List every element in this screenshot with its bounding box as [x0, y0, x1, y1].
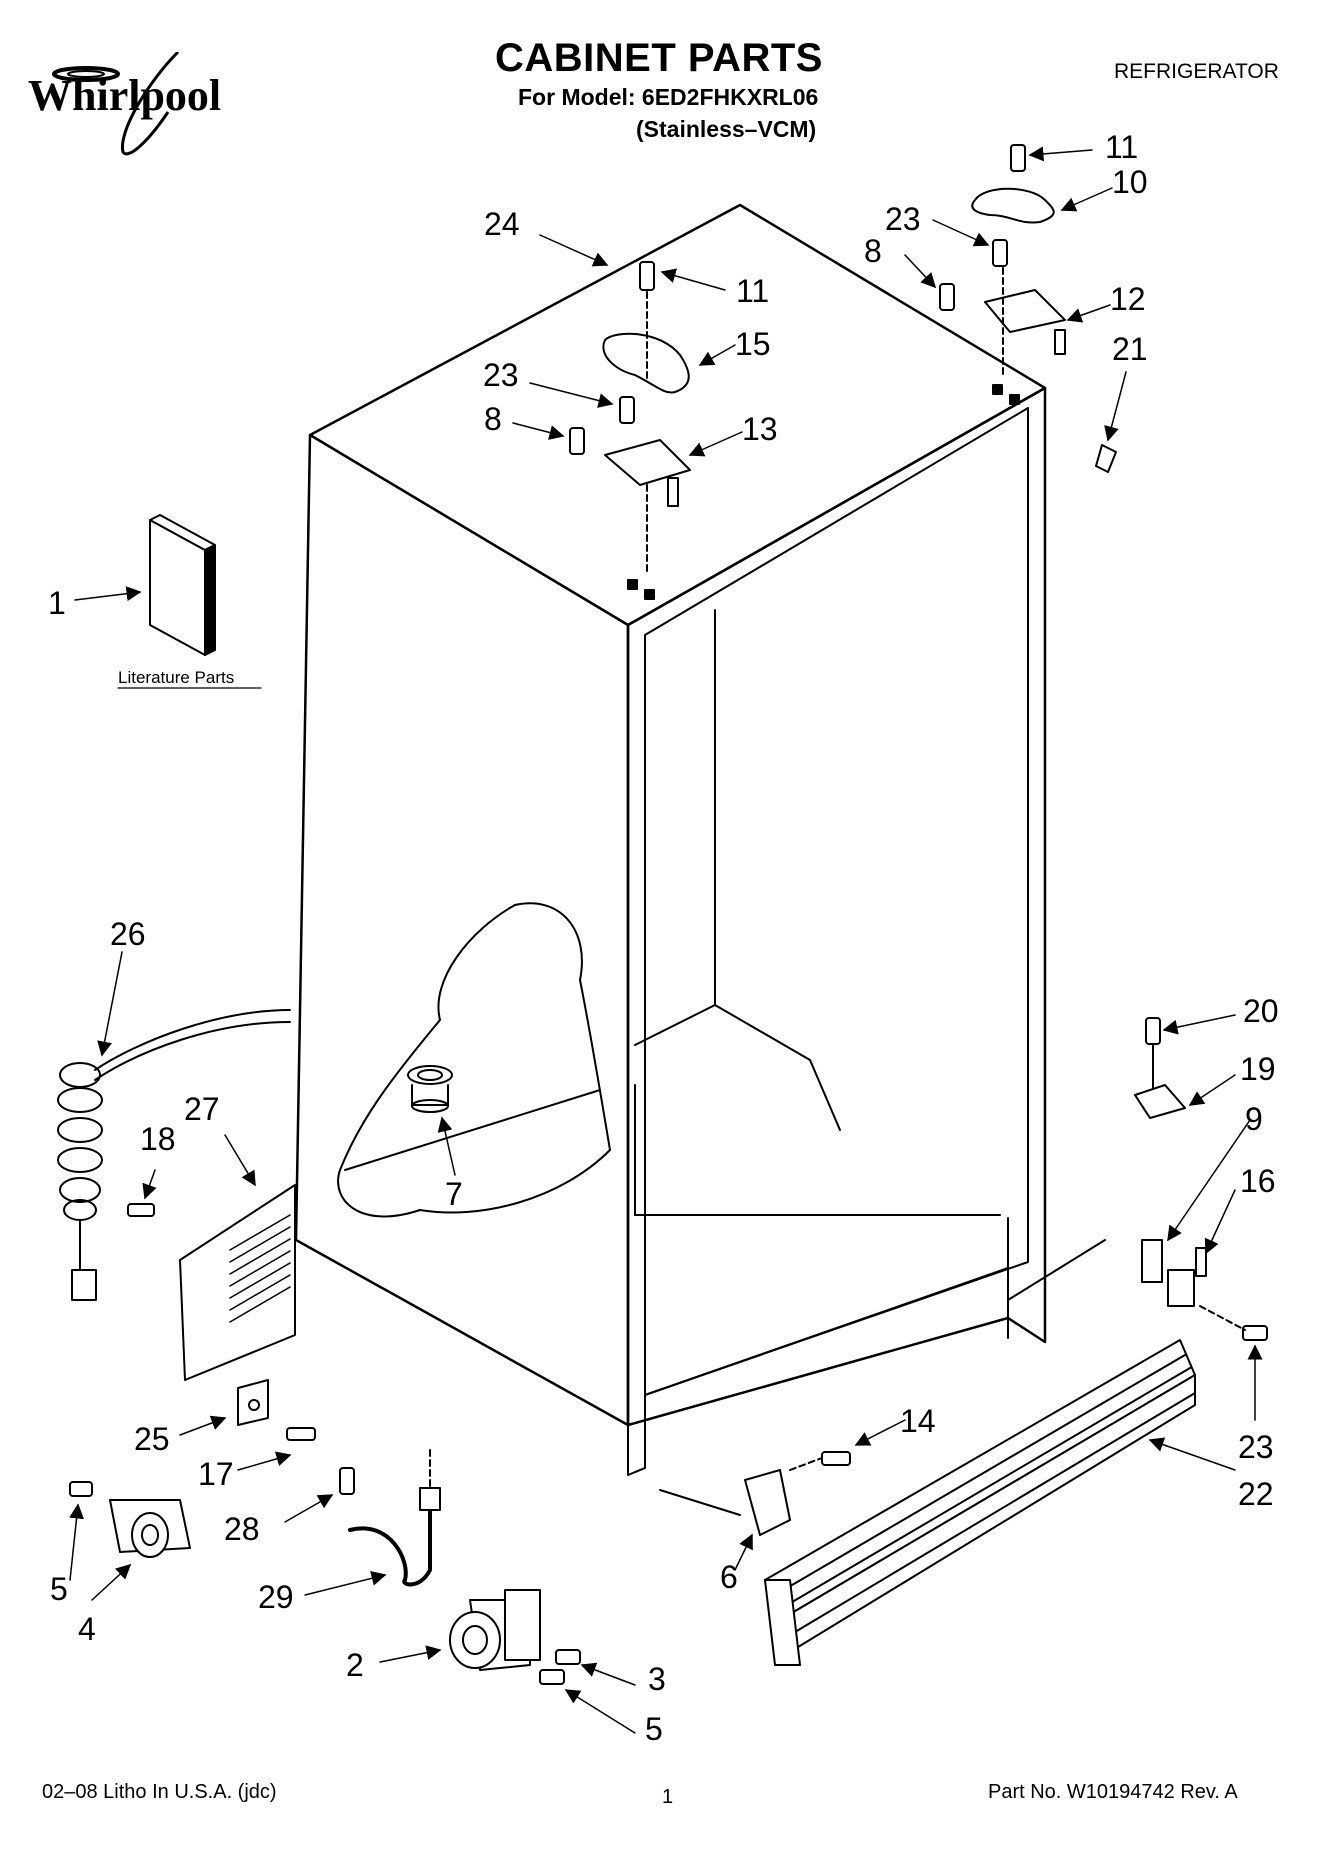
front-roller [449, 1589, 541, 1671]
callout-11-right: 11 [1105, 129, 1138, 165]
screw-18 [127, 1203, 155, 1217]
screw-17 [286, 1427, 316, 1441]
callout-23-left: 23 [483, 357, 519, 393]
callout-1: 1 [48, 585, 66, 621]
model-line: For Model: 6ED2FHKXRL06 [518, 84, 819, 110]
top-right-hinge-group [939, 144, 1117, 473]
cutaway-opening [337, 902, 611, 1218]
toe-grille [764, 1339, 1196, 1666]
leader-arrows [69, 146, 1263, 1734]
footer-part-number: Part No. W10194742 Rev. A [988, 1781, 1238, 1803]
callout-24: 24 [484, 206, 520, 242]
leveling-foot-part [407, 1065, 453, 1113]
roller-assembly [109, 1499, 191, 1558]
callout-21: 21 [1112, 331, 1148, 367]
callout-27: 27 [184, 1091, 220, 1127]
callout-7: 7 [445, 1176, 463, 1212]
callout-12: 12 [1110, 281, 1146, 317]
bracket-25 [237, 1379, 269, 1426]
callout-17: 17 [198, 1456, 234, 1492]
callout-labels: 1 26 27 18 25 17 5 4 28 29 2 3 5 7 24 11… [48, 129, 1279, 1747]
hinge-plate-9 [1141, 1239, 1163, 1283]
finish-line: (Stainless–VCM) [636, 116, 817, 142]
callout-14: 14 [900, 1403, 936, 1439]
callout-20: 20 [1243, 993, 1279, 1029]
hinge-pin-16 [1167, 1247, 1207, 1307]
screw-23-bottom [1242, 1325, 1268, 1341]
callout-8-left: 8 [484, 401, 502, 437]
callout-19: 19 [1240, 1051, 1276, 1087]
callout-23-bottom: 23 [1238, 1429, 1274, 1465]
callout-6: 6 [720, 1559, 738, 1595]
callout-13: 13 [742, 411, 778, 447]
page-title: CABINET PARTS [495, 36, 823, 80]
screw-28 [339, 1467, 355, 1495]
callout-2: 2 [346, 1647, 364, 1683]
callout-11-left: 11 [736, 273, 769, 309]
svg-text:Whirlpool: Whirlpool [28, 71, 221, 120]
callout-3: 3 [648, 1661, 666, 1697]
cabinet-shell [294, 203, 1047, 1516]
callout-15: 15 [735, 326, 771, 362]
callout-23-right: 23 [885, 201, 921, 237]
callout-18: 18 [140, 1121, 176, 1157]
footer-page-number: 1 [662, 1786, 674, 1808]
callout-16: 16 [1240, 1163, 1276, 1199]
callout-10: 10 [1112, 164, 1148, 200]
callout-8-right: 8 [864, 233, 882, 269]
screw-3 [555, 1649, 581, 1665]
literature-booklet [149, 514, 216, 656]
water-tube [348, 1503, 432, 1587]
callout-29: 29 [258, 1579, 294, 1615]
callout-26: 26 [110, 916, 146, 952]
rear-access-cover [179, 1184, 296, 1381]
callout-28: 28 [224, 1511, 260, 1547]
bracket-19 [1134, 1084, 1186, 1119]
footer-litho: 02–08 Litho In U.S.A. (jdc) [42, 1781, 277, 1803]
screw-5-left [69, 1481, 93, 1497]
callout-4: 4 [78, 1611, 96, 1647]
power-cord [57, 1009, 291, 1301]
callout-5-left: 5 [50, 1571, 68, 1607]
top-left-hinge-group [569, 261, 691, 600]
callout-9: 9 [1245, 1101, 1263, 1137]
callout-5-right: 5 [645, 1711, 663, 1747]
grille-clip-6 [744, 1469, 791, 1536]
whirlpool-logo: Whirlpool [28, 52, 221, 156]
callout-25: 25 [134, 1421, 170, 1457]
screw-14 [821, 1451, 851, 1466]
screw-20 [1145, 1017, 1161, 1045]
category-label: REFRIGERATOR [1114, 60, 1279, 83]
callout-22: 22 [1238, 1476, 1274, 1512]
screw-5-right [539, 1669, 565, 1685]
literature-label: Literature Parts [118, 668, 235, 687]
